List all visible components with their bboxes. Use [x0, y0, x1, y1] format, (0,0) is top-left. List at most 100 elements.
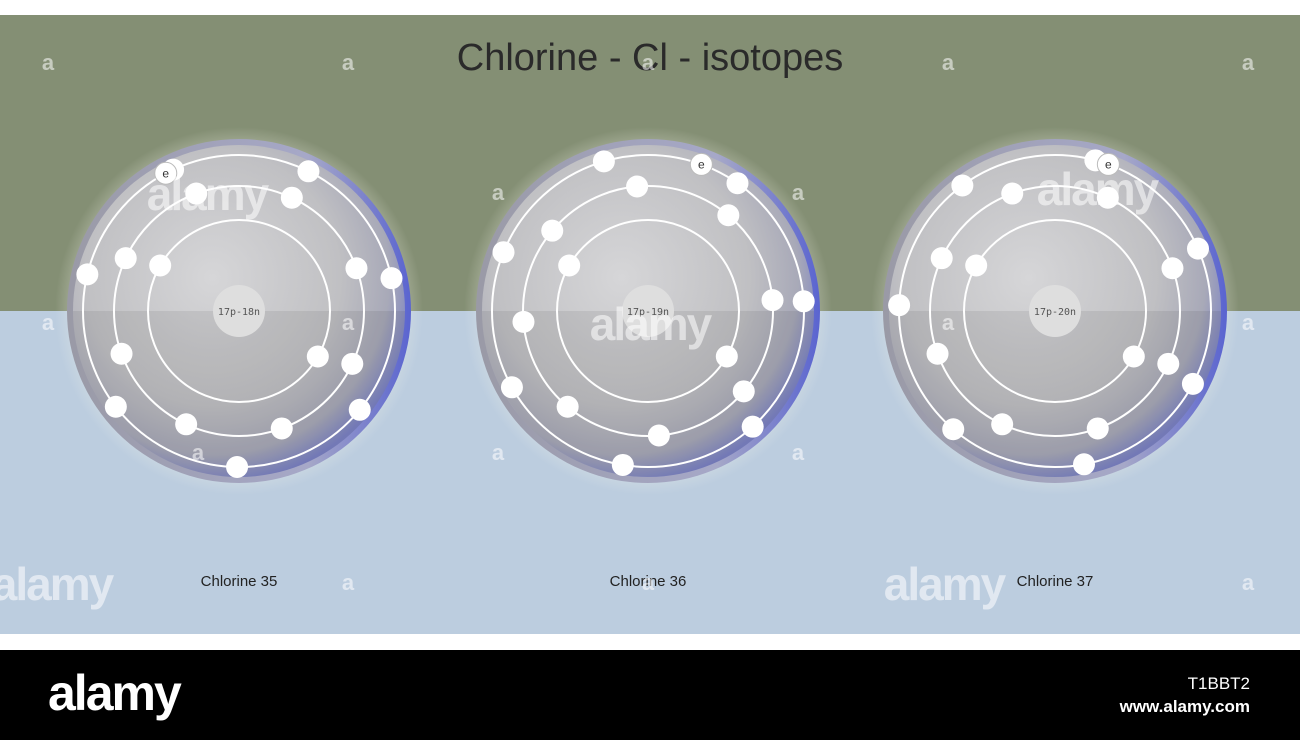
electron [306, 345, 329, 368]
electron [1001, 182, 1024, 205]
isotope-diagram: Chlorine - Cl - isotopes 17p-18ne17p-19n… [0, 15, 1300, 634]
electron-shell-1 [556, 219, 740, 403]
watermark-letter: a [1242, 50, 1255, 75]
watermark-letter: a [492, 180, 505, 205]
nucleus [1029, 285, 1081, 337]
electron [732, 380, 755, 403]
diagram-title: Chlorine - Cl - isotopes [457, 37, 843, 79]
footer-logo: alamy [48, 665, 182, 721]
electron [592, 150, 615, 173]
watermark-word: alamy [0, 558, 115, 610]
watermark-letter: a [1242, 310, 1255, 335]
watermark-letter: a [942, 310, 955, 335]
electron [104, 395, 127, 418]
electron-shell-1 [147, 219, 331, 403]
electron [761, 289, 784, 312]
electron [726, 172, 749, 195]
electron [965, 254, 988, 277]
footer-image-id: T1BBT2 [1187, 674, 1250, 693]
watermark-letter: a [342, 570, 355, 595]
electron [1161, 257, 1184, 280]
watermark-letter: a [492, 440, 505, 465]
electron [741, 415, 764, 438]
watermark-letter: a [1242, 570, 1255, 595]
electron-label: e [1105, 157, 1112, 171]
electron [991, 413, 1014, 436]
watermark-letter: a [42, 310, 55, 335]
electron [345, 257, 368, 280]
watermark-letter: a [642, 50, 655, 75]
electron [611, 453, 634, 476]
electron [792, 290, 815, 313]
captions-layer: Chlorine 35 Chlorine 36 Chlorine 37 [201, 573, 1094, 590]
watermark-letter: a [192, 440, 205, 465]
watermark-letter: a [942, 50, 955, 75]
watermark-word: alamy [590, 298, 713, 350]
footer-url: www.alamy.com [1119, 697, 1250, 716]
electron [1086, 417, 1109, 440]
electron [558, 254, 581, 277]
electron [717, 204, 740, 227]
electron [76, 263, 99, 286]
electron [930, 247, 953, 270]
watermark-word: alamy [884, 558, 1007, 610]
electron-labeled [689, 152, 713, 176]
electron [149, 254, 172, 277]
atom-3: 17p-20n e [871, 127, 1239, 495]
electron [341, 352, 364, 375]
watermark-word: alamy [147, 168, 270, 220]
electron [297, 160, 320, 183]
electron [556, 395, 579, 418]
electron [175, 413, 198, 436]
electron [1096, 186, 1119, 209]
electron [1181, 372, 1204, 395]
electron [270, 417, 293, 440]
watermark-letter: a [342, 310, 355, 335]
electron [348, 398, 371, 421]
electron-shell-2 [929, 185, 1181, 437]
electron [1073, 453, 1096, 476]
nucleus-label: 17p-20n [1034, 307, 1076, 318]
electron-labeled [154, 161, 178, 185]
isotope-caption: Chlorine 36 [610, 573, 687, 590]
nucleus [622, 285, 674, 337]
watermark-letter: a [42, 50, 55, 75]
electron [1186, 237, 1209, 260]
isotope-caption: Chlorine 35 [201, 573, 278, 590]
electron [626, 175, 649, 198]
electron [226, 455, 249, 478]
electron [926, 342, 949, 365]
watermark-letter: a [342, 50, 355, 75]
footer-bar [0, 650, 1300, 740]
electron [185, 182, 208, 205]
atom-1: 17p-18n e [55, 127, 423, 495]
electron [114, 247, 137, 270]
watermark-letter: a [642, 570, 655, 595]
electron-shell-2 [113, 185, 365, 437]
isotope-caption: Chlorine 37 [1017, 573, 1094, 590]
electron [512, 310, 535, 333]
electron [500, 376, 523, 399]
electron [951, 174, 974, 197]
electron [280, 186, 303, 209]
watermark-letter: a [792, 180, 805, 205]
electron [715, 345, 738, 368]
electron-label: e [698, 157, 705, 171]
electron [1122, 345, 1145, 368]
watermark-word: alamy [1037, 163, 1160, 215]
electron [888, 294, 911, 317]
electron [647, 424, 670, 447]
nucleus-label: 17p-18n [218, 307, 260, 318]
electron [380, 267, 403, 290]
electron [541, 219, 564, 242]
electron-shell-1 [963, 219, 1147, 403]
electron-labeled [1096, 152, 1120, 176]
electron [942, 418, 965, 441]
electron-label: e [162, 166, 169, 180]
electron [1157, 352, 1180, 375]
electron [492, 241, 515, 264]
nucleus [213, 285, 265, 337]
